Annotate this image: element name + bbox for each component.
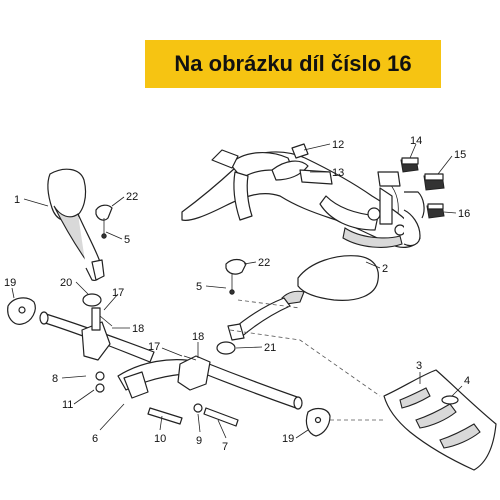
hardware xyxy=(82,293,239,427)
part-3-cover xyxy=(383,369,497,471)
callout-1: 1 xyxy=(14,194,20,206)
handlebar xyxy=(39,307,303,410)
right-mirror xyxy=(227,255,379,341)
callout-19a: 19 xyxy=(4,277,16,289)
callout-14: 14 xyxy=(410,135,422,147)
part-19-right xyxy=(305,407,331,437)
callout-10: 10 xyxy=(154,433,166,445)
callout-3: 3 xyxy=(416,360,422,372)
callout-16: 16 xyxy=(458,208,470,220)
part-15-connector xyxy=(423,173,445,191)
part-14-connector xyxy=(400,157,419,173)
part-19-left xyxy=(7,297,36,325)
callout-6: 6 xyxy=(92,433,98,445)
callout-leaders xyxy=(11,143,463,439)
frame-assembly xyxy=(181,143,425,248)
part-number-banner: Na obrázku díl číslo 16 xyxy=(145,40,441,88)
callout-5b: 5 xyxy=(196,281,202,293)
banner-text: Na obrázku díl číslo 16 xyxy=(174,51,412,76)
part-16-connector xyxy=(426,203,445,219)
part-4-clip xyxy=(441,395,459,405)
part-21-washer xyxy=(216,341,236,355)
callout-4: 4 xyxy=(464,375,470,387)
callout-5a: 5 xyxy=(124,234,130,246)
callout-13: 13 xyxy=(332,167,344,179)
callout-18b: 18 xyxy=(192,331,204,343)
callout-21: 21 xyxy=(264,342,276,354)
callout-15: 15 xyxy=(454,149,466,161)
callout-11: 11 xyxy=(62,399,73,411)
callout-20: 20 xyxy=(60,277,72,289)
callout-22a: 22 xyxy=(126,191,138,203)
callout-8: 8 xyxy=(52,373,58,385)
callout-18a: 18 xyxy=(132,323,144,335)
dashed-lines xyxy=(229,299,384,421)
callout-12: 12 xyxy=(332,139,344,151)
callout-19b: 19 xyxy=(282,433,294,445)
callout-17a: 17 xyxy=(112,287,124,299)
callout-2: 2 xyxy=(382,263,388,275)
part-20-washer xyxy=(82,293,102,307)
callout-9: 9 xyxy=(196,435,202,447)
left-mirror xyxy=(47,168,105,281)
mirror-cap-left xyxy=(95,204,113,239)
callout-17b: 17 xyxy=(148,341,160,353)
callout-7: 7 xyxy=(222,441,228,453)
callout-labels: 1 2 3 4 5 5 6 7 8 9 10 11 12 13 14 15 16… xyxy=(4,135,470,453)
callout-22b: 22 xyxy=(258,257,270,269)
mirror-cap-right xyxy=(225,258,247,295)
